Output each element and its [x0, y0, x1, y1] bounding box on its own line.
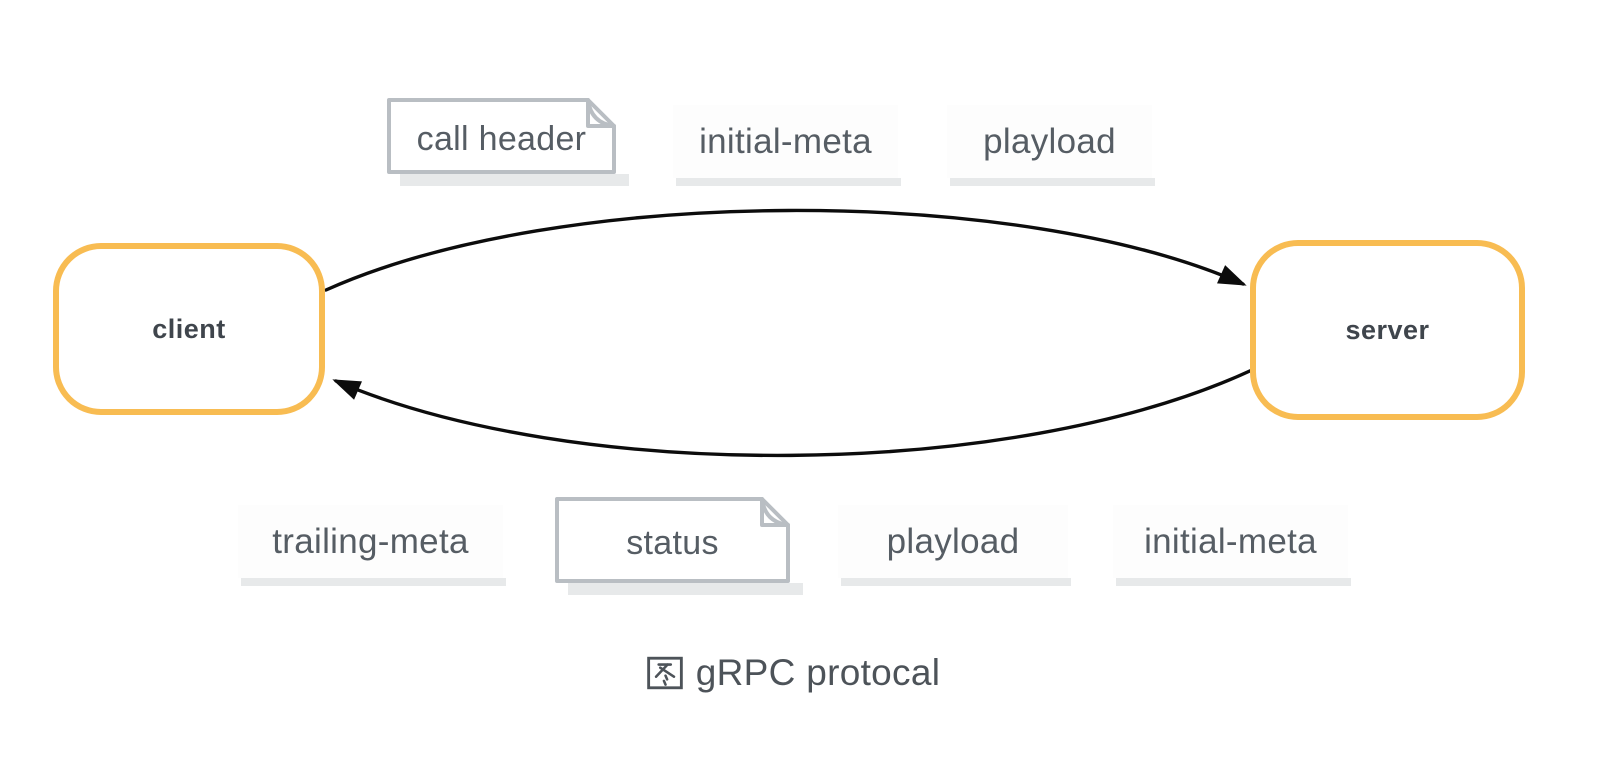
server-node: server [1250, 240, 1525, 420]
call-header-label: call header [416, 120, 587, 158]
response-playload-label: playload [838, 505, 1071, 586]
client-node: client [53, 243, 325, 415]
request-initial-meta-label: initial-meta [673, 105, 901, 186]
note-shape-icon [387, 98, 616, 174]
chinese-character-tu-icon [646, 654, 684, 692]
response-initial-meta-label: initial-meta [1113, 505, 1351, 586]
figure-caption: gRPC protocal [0, 652, 1586, 694]
call-header-note: call header [387, 98, 629, 186]
client-node-label: client [152, 313, 226, 344]
note-shape-icon [555, 497, 790, 583]
status-note: status [555, 497, 803, 595]
status-label: status [626, 524, 719, 562]
request-arrow [324, 208, 1247, 292]
response-arrow [332, 368, 1254, 458]
server-node-label: server [1345, 314, 1430, 345]
response-trailing-meta-label: trailing-meta [238, 505, 506, 586]
request-playload-label: playload [947, 105, 1155, 186]
caption-text: gRPC protocal [695, 652, 941, 693]
